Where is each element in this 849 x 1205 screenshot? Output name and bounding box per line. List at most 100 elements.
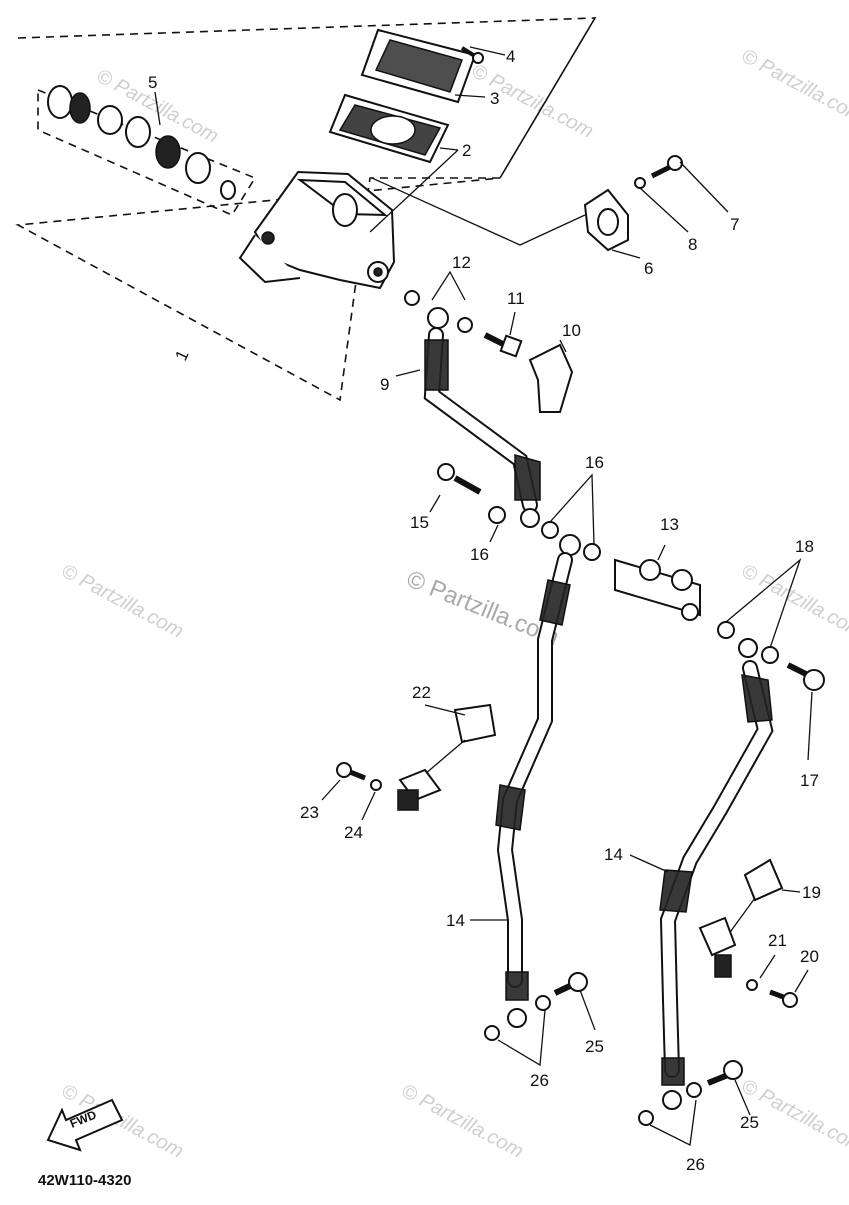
copper-washer xyxy=(488,506,506,524)
guide-bolt-right xyxy=(769,989,798,1008)
piston-kit xyxy=(47,85,236,200)
callout-26-left: 26 xyxy=(530,1071,549,1090)
callout-14-left: 14 xyxy=(446,911,465,930)
watermark: © Partzilla.com xyxy=(738,560,849,643)
watermark: © Partzilla.com xyxy=(398,1080,527,1163)
callout-4: 4 xyxy=(506,47,515,66)
copper-washer xyxy=(638,1110,654,1126)
leader-line xyxy=(509,311,516,336)
callout-24: 24 xyxy=(344,823,363,842)
guide-bolt xyxy=(336,762,366,781)
union-bolt-15 xyxy=(437,463,482,495)
leader-line xyxy=(639,187,689,233)
assembly-outline xyxy=(15,17,597,402)
reservoir-cap xyxy=(360,28,477,104)
leader-line xyxy=(431,270,466,301)
guide-washer xyxy=(746,979,758,991)
leader-line xyxy=(369,149,459,233)
diagram-code: 42W110-4320 xyxy=(38,1172,131,1189)
union-bolt xyxy=(483,332,523,358)
copper-washer xyxy=(717,621,735,639)
callout-17: 17 xyxy=(800,771,819,790)
callout-25-left: 25 xyxy=(585,1037,604,1056)
hose-guide-left xyxy=(397,703,497,811)
callout-8: 8 xyxy=(688,235,697,254)
callout-26-right: 26 xyxy=(686,1155,705,1174)
copper-washer xyxy=(484,1025,500,1041)
callout-labels: 1 2 3 4 5 6 7 8 9 10 11 12 13 14 14 15 1… xyxy=(148,47,821,1174)
leader-line xyxy=(429,494,441,513)
callout-23: 23 xyxy=(300,803,319,822)
callout-6: 6 xyxy=(644,259,653,278)
leader-line xyxy=(489,524,499,543)
leader-line xyxy=(454,94,486,98)
callout-9: 9 xyxy=(380,375,389,394)
guide-washer xyxy=(370,779,382,791)
leader-line xyxy=(657,544,666,561)
leader-line xyxy=(781,889,801,893)
leader-line xyxy=(734,1079,751,1116)
callout-5: 5 xyxy=(148,73,157,92)
callout-18: 18 xyxy=(795,537,814,556)
callout-16-top: 16 xyxy=(585,453,604,472)
callout-21: 21 xyxy=(768,931,787,950)
right-brake-hose xyxy=(659,638,774,1110)
leader-line xyxy=(424,704,466,716)
leader-line xyxy=(439,147,459,151)
watermark: © Partzilla.com xyxy=(468,60,597,143)
callout-1: 1 xyxy=(171,347,192,364)
leader-line xyxy=(807,691,813,761)
upper-brake-hose xyxy=(404,290,541,528)
callout-2: 2 xyxy=(462,141,471,160)
leader-line xyxy=(371,177,586,246)
reservoir-diaphragm xyxy=(328,93,450,164)
left-brake-hose xyxy=(495,534,581,1028)
copper-washer xyxy=(583,543,601,561)
holder-bolt xyxy=(650,155,683,179)
watermark: © Partzilla.com xyxy=(58,560,187,643)
master-cylinder xyxy=(238,170,396,290)
leader-line xyxy=(725,558,802,649)
copper-washer xyxy=(761,646,779,664)
leader-line xyxy=(361,791,376,821)
holder-bracket xyxy=(583,188,629,252)
watermark: © Partzilla.com xyxy=(738,45,849,128)
copper-washer xyxy=(686,1082,702,1098)
leader-line xyxy=(469,46,506,56)
callout-20: 20 xyxy=(800,947,819,966)
union-bolt-17 xyxy=(786,662,825,691)
callout-22: 22 xyxy=(412,683,431,702)
washer xyxy=(634,177,646,189)
union-bolt-25 xyxy=(553,972,588,996)
leader-line xyxy=(759,954,776,979)
callout-7: 7 xyxy=(730,215,739,234)
copper-washer xyxy=(535,995,551,1011)
leader-line xyxy=(154,91,161,126)
callout-3: 3 xyxy=(490,89,499,108)
leader-line xyxy=(395,369,421,377)
callout-19: 19 xyxy=(802,883,821,902)
cap-screw xyxy=(460,46,484,64)
leader-line xyxy=(559,339,567,353)
watermarks: © Partzilla.com © Partzilla.com © Partzi… xyxy=(58,45,849,1163)
leader-line xyxy=(679,161,729,213)
leader-line xyxy=(549,473,595,546)
callout-12: 12 xyxy=(452,253,471,272)
callout-16-bottom: 16 xyxy=(470,545,489,564)
leader-line xyxy=(629,854,669,873)
union-bolt-25b xyxy=(706,1060,743,1086)
leader-line xyxy=(579,989,596,1031)
brake-hose-joint xyxy=(614,558,701,621)
leader-line xyxy=(611,249,641,259)
leader-line xyxy=(321,779,341,801)
sub-assembly-outline xyxy=(37,88,257,217)
callout-10: 10 xyxy=(562,321,581,340)
callout-15: 15 xyxy=(410,513,429,532)
leader-line xyxy=(794,969,809,993)
callout-13: 13 xyxy=(660,515,679,534)
callout-14-right: 14 xyxy=(604,845,623,864)
copper-washer xyxy=(541,521,559,539)
hose-guide-right xyxy=(698,858,784,978)
